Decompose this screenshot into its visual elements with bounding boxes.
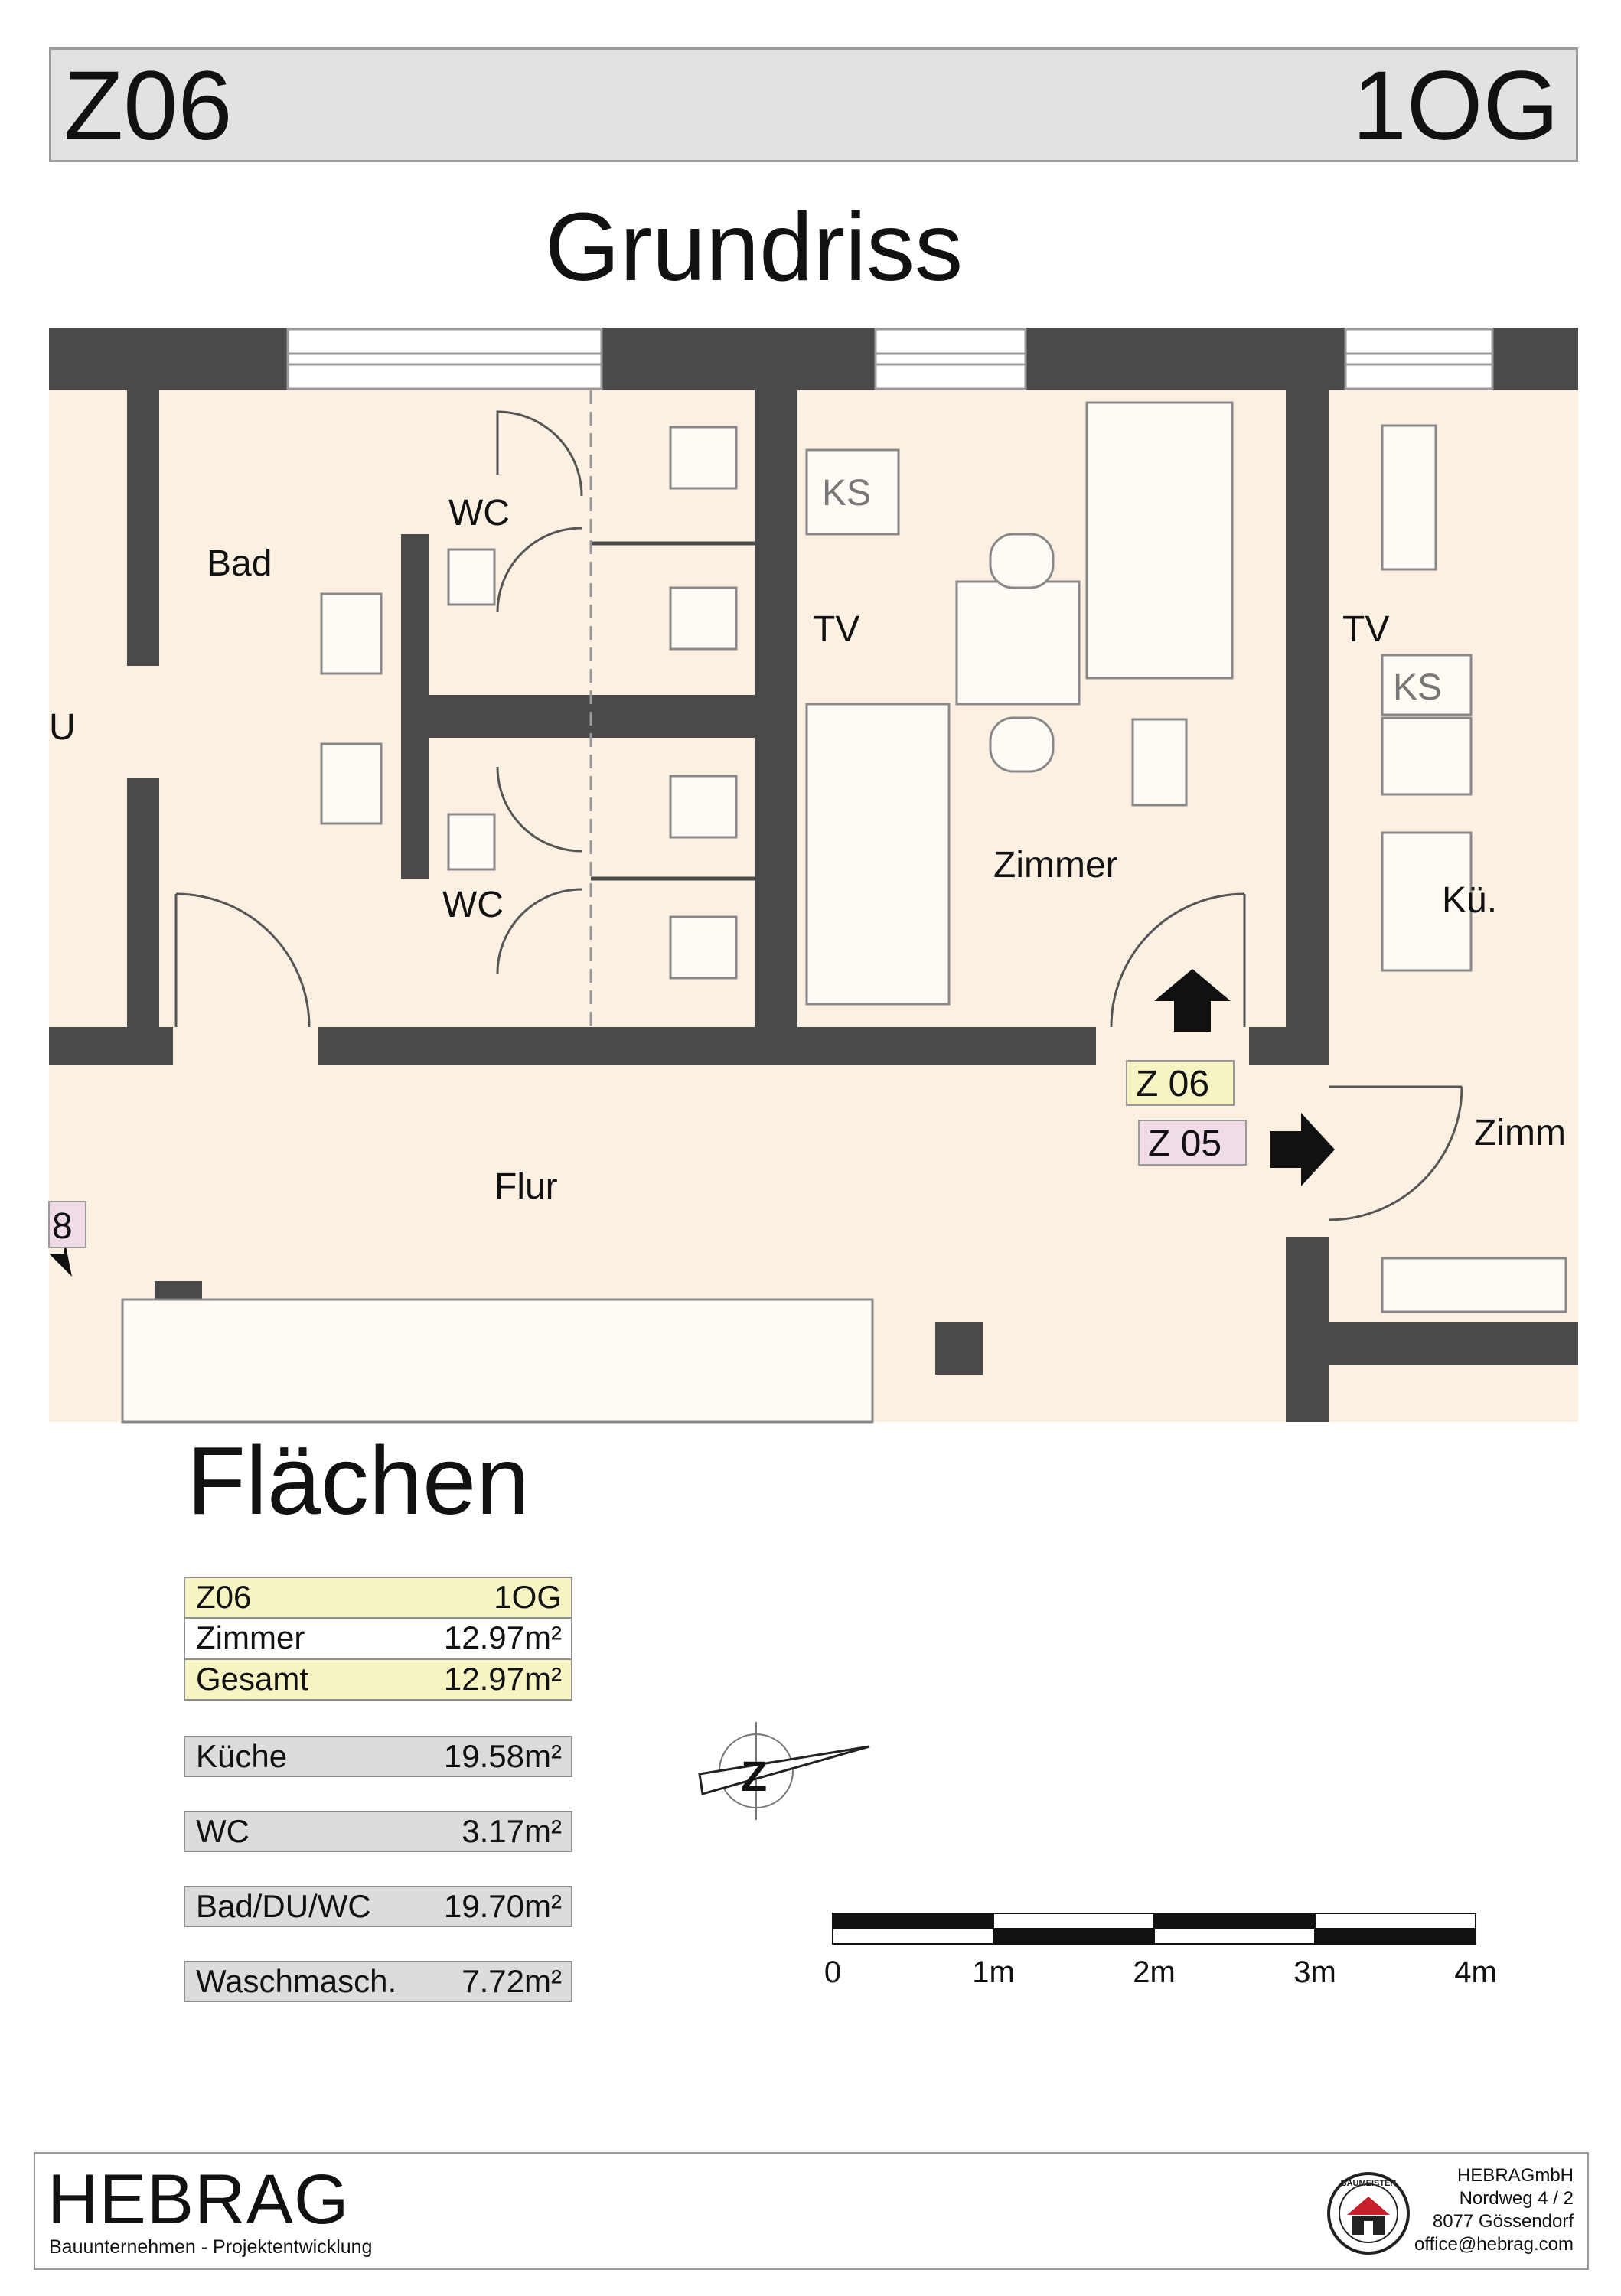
room-furniture (121, 401, 1567, 1424)
label-tag-z05: Z 05 (1148, 1124, 1221, 1164)
tag-z05-box (1138, 1120, 1247, 1166)
plan-title: Grundriss (545, 193, 964, 301)
shared-row-bad: Bad/DU/WC 19.70m² (184, 1886, 572, 1927)
summary-label: Gesamt (196, 1661, 309, 1697)
scale-tick-label: 0 (824, 1955, 841, 1989)
unit-id: Z06 (64, 51, 233, 161)
label-tv-left: TV (813, 609, 859, 650)
north-arrow-icon: Z (698, 1722, 870, 1820)
summary-label: Z06 (196, 1579, 252, 1615)
address-line: HEBRAGmbH (1456, 2165, 1574, 2186)
label-wc-top: WC (448, 493, 510, 533)
scale-tick-label: 3m (1293, 1955, 1336, 1989)
baumeister-badge-icon: BAUMEISTER (1327, 2172, 1410, 2255)
label-tag-8: 8 (52, 1206, 73, 1247)
label-bad: Bad (207, 543, 272, 584)
address-line: 8077 Gössendorf (1432, 2211, 1574, 2232)
label-wc-bottom: WC (442, 885, 504, 925)
badge-text: BAUMEISTER (1341, 2179, 1397, 2188)
label-zimmer-right: Zimm (1474, 1113, 1566, 1153)
scale-bar: 0 1m 2m 3m 4m (824, 1913, 1497, 1989)
label-flur: Flur (494, 1166, 558, 1207)
shared-value: 7.72m² (462, 1963, 562, 1999)
shared-value: 19.70m² (443, 1888, 562, 1924)
label-kueche: Kü. (1442, 880, 1497, 921)
label-ks-left: KS (822, 473, 871, 514)
chairs (989, 533, 1055, 773)
summary-value: 12.97m² (443, 1619, 562, 1655)
top-wall (49, 328, 1578, 390)
summary-label: Zimmer (196, 1619, 305, 1655)
tag-z06-box (1126, 1060, 1235, 1106)
fixtures (320, 426, 738, 980)
label-du: U (49, 707, 76, 748)
shared-value: 3.17m² (462, 1813, 562, 1849)
summary-row-unit: Z06 1OG (184, 1577, 572, 1618)
summary-row-gesamt: Gesamt 12.97m² (184, 1659, 572, 1701)
tag-8-box (48, 1201, 86, 1248)
compass-needle (698, 1745, 870, 1795)
scale-tick-label: 1m (972, 1955, 1015, 1989)
shared-label: WC (196, 1813, 250, 1849)
interior-walls (49, 390, 1578, 1422)
door-swings (174, 410, 1463, 1221)
windows (286, 328, 1494, 390)
label-ks-right: KS (1393, 667, 1442, 708)
company-tagline: Bauunternehmen - Projektentwicklung (49, 2236, 373, 2258)
scale-tick-label: 2m (1133, 1955, 1176, 1989)
shared-row-wc: WC 3.17m² (184, 1811, 572, 1852)
summary-row-zimmer: Zimmer 12.97m² (184, 1618, 572, 1659)
company-logo: HEBRAG (47, 2161, 350, 2239)
scale-tick-label: 4m (1454, 1955, 1497, 1989)
email-link[interactable]: office@hebrag.com (1414, 2234, 1574, 2255)
address-line: Nordweg 4 / 2 (1459, 2188, 1574, 2209)
shared-label: Waschmasch. (196, 1963, 397, 1999)
shared-label: Bad/DU/WC (196, 1888, 371, 1924)
label-tag-z06: Z 06 (1136, 1064, 1209, 1104)
floor-plan: Bad WC WC U KS TV Zimmer TV KS Kü. Flur … (48, 328, 1578, 1424)
shared-label: Küche (196, 1738, 288, 1774)
shared-row-kueche: Küche 19.58m² (184, 1736, 572, 1777)
summary-value: 1OG (494, 1579, 562, 1615)
shared-row-waschmasch: Waschmasch. 7.72m² (184, 1961, 572, 2002)
areas-title: Flächen (187, 1427, 530, 1534)
ks-right-box (1381, 654, 1473, 716)
floor-label: 1OG (1352, 51, 1559, 161)
compass-letter: Z (741, 1752, 767, 1800)
summary-value: 12.97m² (443, 1661, 562, 1697)
company-address: HEBRAGmbH Nordweg 4 / 2 8077 Gössendorf … (1414, 2164, 1574, 2256)
footer: HEBRAG Bauunternehmen - Projektentwicklu… (34, 2152, 1589, 2270)
scale-bar-segments (832, 1913, 1476, 1945)
label-zimmer: Zimmer (993, 845, 1118, 885)
shared-value: 19.58m² (443, 1738, 562, 1774)
wc-partitions (591, 541, 755, 881)
label-tv-right: TV (1342, 609, 1389, 650)
header-bar: Z06 1OG (49, 47, 1578, 162)
